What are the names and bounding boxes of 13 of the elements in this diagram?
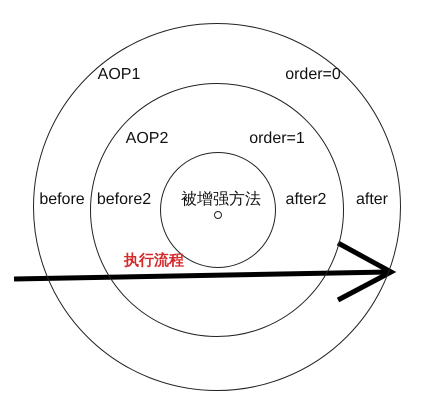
method-label: 被增强方法 [181, 191, 261, 209]
flow-label: 执行流程 [124, 252, 184, 270]
advice-label: before2 [96, 191, 152, 209]
layer-name: AOP1 [98, 66, 140, 84]
advice-label: after [356, 191, 388, 209]
advice-label: before [39, 191, 85, 209]
order-label: order=1 [249, 130, 305, 148]
layer-name: AOP2 [126, 130, 168, 148]
layer-circle [33, 23, 401, 391]
center-dot [214, 211, 222, 219]
order-label: order=0 [285, 66, 341, 84]
layer-circle [90, 83, 344, 337]
advice-label: after2 [286, 191, 326, 209]
